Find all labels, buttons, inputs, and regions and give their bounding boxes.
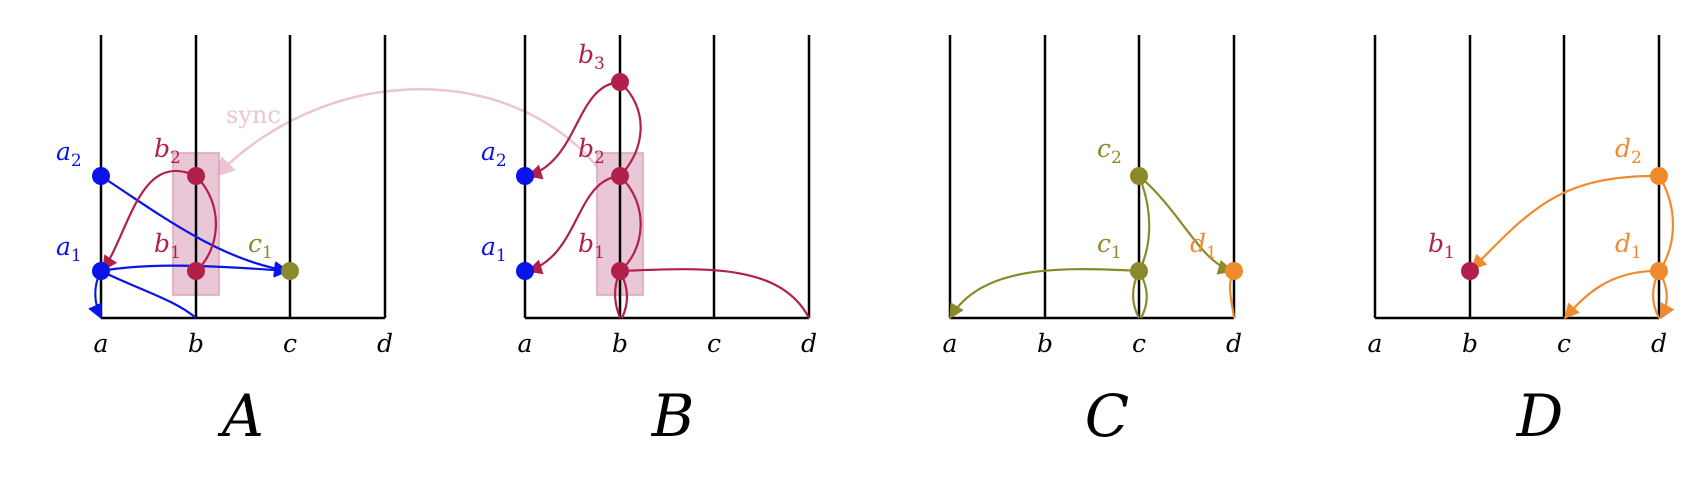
edge	[1137, 175, 1151, 272]
panel-d: d2 b1 d1 a b c d D	[1368, 35, 1675, 450]
tick-label-d: d	[1651, 329, 1667, 358]
tick-label-a: a	[943, 329, 958, 358]
edge	[526, 80, 621, 180]
node-labels: a2 a1 b2 b1 c1	[56, 134, 273, 266]
node-label-c1: c1	[1097, 229, 1122, 263]
edge	[619, 268, 810, 319]
edge	[1658, 175, 1675, 272]
edge	[526, 174, 621, 275]
axis-tick-labels: a b c d	[94, 329, 393, 358]
nodes	[1461, 167, 1668, 280]
edge	[1563, 269, 1660, 320]
tick-label-c: c	[1132, 329, 1146, 358]
tick-label-a: a	[1368, 329, 1383, 358]
edge	[102, 169, 197, 272]
node-label-a2: a2	[56, 137, 82, 171]
node-label-b1: b1	[1428, 229, 1455, 263]
panel-label: D	[1516, 382, 1564, 450]
panel-label: C	[1085, 382, 1129, 450]
nodes	[516, 73, 629, 280]
node-label-d1: d1	[1615, 229, 1642, 263]
node-labels: c2 c1 d1	[1097, 134, 1217, 263]
node-label-a1: a1	[481, 232, 507, 266]
sync-annotation: sync	[214, 88, 608, 179]
tick-label-b: b	[1037, 329, 1053, 358]
tick-label-b: b	[1462, 329, 1478, 358]
node-label-d1: d1	[1190, 229, 1217, 263]
edge	[100, 175, 290, 277]
node-d1	[1650, 262, 1668, 280]
edges	[1470, 174, 1675, 320]
edge	[1138, 175, 1234, 275]
edge	[1470, 174, 1660, 271]
axis-lines	[1373, 35, 1661, 320]
node-b2	[611, 167, 629, 185]
node-labels: d2 b1 d1	[1428, 134, 1642, 263]
node-a1	[516, 262, 534, 280]
node-label-b1: b1	[578, 229, 605, 263]
node-labels: b3 a2 b2 a1 b1	[481, 40, 605, 266]
axis-lines	[523, 35, 811, 320]
axis-lines	[99, 35, 387, 320]
tick-label-a: a	[94, 329, 109, 358]
node-a2	[516, 167, 534, 185]
panel-c: c2 c1 d1 a b c d C	[943, 35, 1243, 450]
node-a2	[92, 167, 110, 185]
node-d1	[1225, 262, 1243, 280]
node-label-b1: b1	[154, 229, 181, 263]
axis-tick-labels: a b c d	[943, 329, 1242, 358]
nodes	[92, 167, 299, 280]
panel-label: B	[651, 382, 695, 450]
edge	[619, 81, 642, 177]
tick-label-d: d	[801, 329, 817, 358]
panel-b: b3 a2 b2 a1 b1 a b c d B	[481, 35, 817, 450]
nodes	[1130, 167, 1243, 280]
tick-label-d: d	[1226, 329, 1242, 358]
node-label-c2: c2	[1097, 134, 1122, 168]
node-label-b2: b2	[578, 134, 605, 168]
node-b1	[611, 262, 629, 280]
edge	[100, 270, 197, 319]
panel-label: A	[217, 382, 264, 450]
tick-label-c: c	[707, 329, 721, 358]
node-label-b3: b3	[578, 40, 605, 74]
tick-label-c: c	[1557, 329, 1571, 358]
node-b2	[187, 167, 205, 185]
tick-label-b: b	[188, 329, 204, 358]
node-c2	[1130, 167, 1148, 185]
node-label-b2: b2	[154, 134, 181, 168]
sync-arrow	[214, 88, 608, 179]
edges	[526, 80, 810, 319]
axis-tick-labels: a b c d	[1368, 329, 1667, 358]
edge	[619, 175, 642, 272]
node-a1	[92, 262, 110, 280]
axis-tick-labels: a b c d	[518, 329, 817, 358]
node-d2	[1650, 167, 1668, 185]
node-label-a2: a2	[481, 137, 507, 171]
node-c1	[281, 262, 299, 280]
node-b3	[611, 73, 629, 91]
tick-label-c: c	[283, 329, 297, 358]
node-label-c1: c1	[248, 229, 273, 263]
sync-label: sync	[226, 101, 281, 129]
node-label-a1: a1	[56, 232, 82, 266]
node-b1	[1461, 262, 1479, 280]
node-label-d2: d2	[1615, 134, 1642, 168]
node-c1	[1130, 262, 1148, 280]
node-b1	[187, 262, 205, 280]
tick-label-d: d	[377, 329, 393, 358]
panel-a: a2 a1 b2 b1 c1 a b c d A	[56, 35, 393, 450]
axis-lines	[948, 35, 1236, 320]
edge	[195, 175, 217, 272]
tick-label-a: a	[518, 329, 533, 358]
tick-label-b: b	[612, 329, 628, 358]
edge	[949, 268, 1140, 320]
edge	[100, 262, 290, 278]
